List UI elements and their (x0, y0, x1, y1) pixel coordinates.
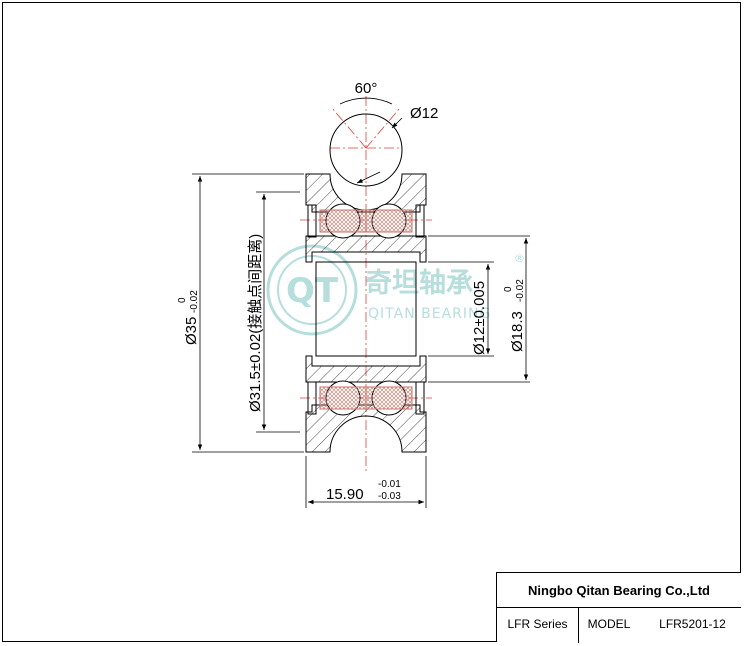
title-block: Ningbo Qitan Bearing Co.,Ltd LFR Series … (496, 572, 741, 643)
bore-outline (315, 261, 417, 357)
watermark-name-en: QITAN BEARING (368, 306, 491, 322)
ball-row-bottom (307, 380, 425, 416)
series-name: LFR Series (497, 608, 579, 643)
shoulder-diameter-dimension: Ø18.3 0 -0.02 (503, 279, 526, 352)
outer-diameter-dimension: Ø35 0 -0.02 (177, 290, 200, 345)
bore-diameter-label: Ø12±0.005 (471, 281, 488, 355)
outer-diameter-label: Ø35 (183, 317, 200, 345)
inner-ring-section-top (305, 235, 427, 263)
ball-diameter-label: Ø12 (410, 105, 438, 122)
width-tol-lower: -0.03 (378, 491, 401, 502)
watermark-logo-text: QT (286, 271, 339, 311)
width-tol-upper: -0.01 (378, 479, 401, 490)
outer-diameter-tol-lower: -0.02 (189, 290, 200, 313)
ball-outline (329, 113, 403, 187)
angle-label: 60° (355, 80, 378, 97)
shoulder-diameter-tol-lower: -0.02 (515, 279, 526, 302)
width-dimension: 15.90 -0.01 -0.03 (326, 479, 401, 503)
outer-diameter-tol-upper: 0 (177, 297, 188, 303)
model-label: MODEL (587, 617, 631, 631)
shoulder-diameter-label: Ø18.3 (509, 311, 526, 352)
contact-diameter-label: Ø31.5±0.02(接触点间距离) (247, 234, 264, 412)
extension-lines (192, 173, 530, 508)
ball-row-top (307, 203, 425, 239)
company-name: Ningbo Qitan Bearing Co.,Ltd (497, 573, 741, 608)
width-label: 15.90 (326, 486, 364, 503)
shoulder-diameter-tol-upper: 0 (503, 286, 514, 292)
model-value: LFR5201-12 (659, 617, 726, 631)
dimension-lines (197, 97, 529, 505)
watermark: QT 奇坦轴承 QITAN BEARING ® (266, 244, 525, 336)
inner-ring-section-bottom (305, 355, 427, 383)
watermark-registered: ® (514, 252, 525, 265)
watermark-name-cn: 奇坦轴承 (365, 268, 473, 299)
